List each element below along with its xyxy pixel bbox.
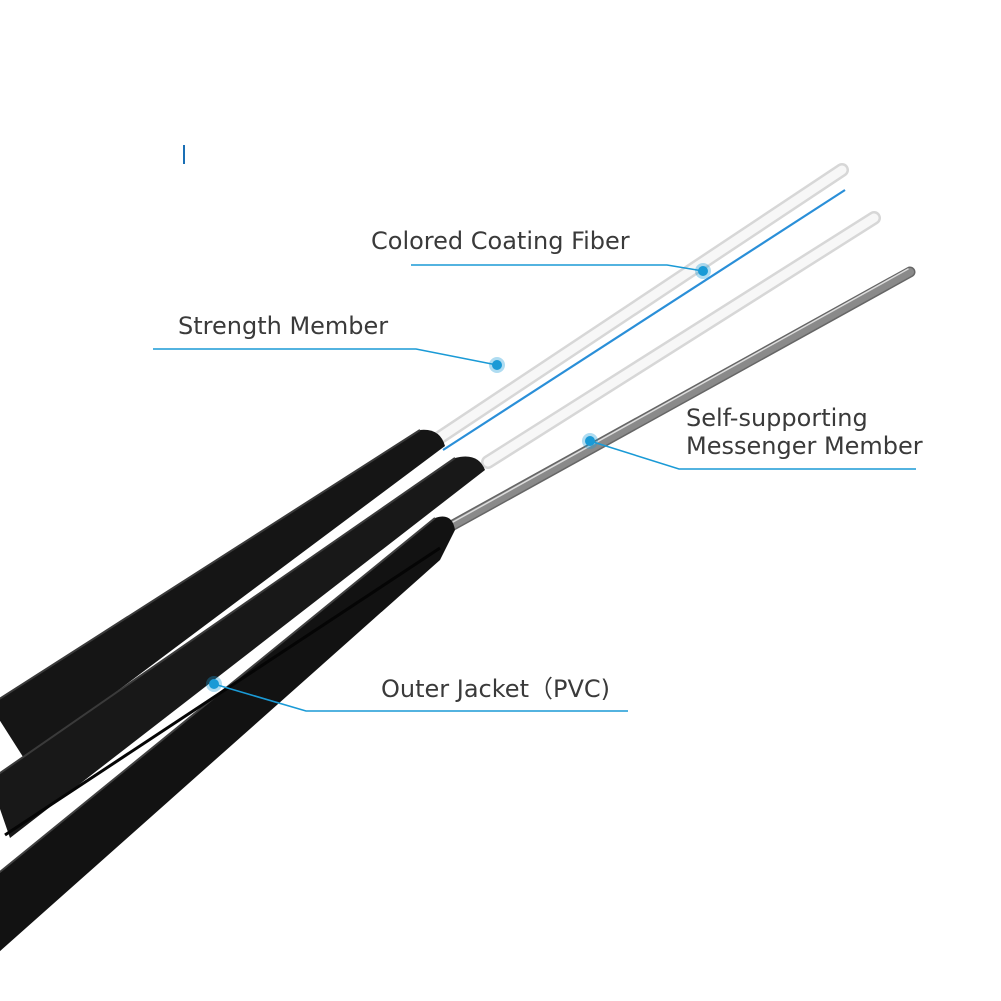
callout-colored-coating-fiber	[411, 263, 711, 279]
label-messenger-line1: Self-supporting	[686, 404, 868, 432]
label-colored-coating-fiber: Colored Coating Fiber	[371, 227, 630, 255]
callout-messenger-member	[582, 433, 916, 470]
messenger-wire	[438, 266, 916, 536]
label-outer-jacket: Outer Jacket（PVC)	[381, 675, 610, 703]
colored-coating-fiber	[442, 189, 846, 451]
callout-outer-jacket	[206, 676, 628, 712]
callout-strength-member	[153, 348, 505, 373]
outer-jacket-body	[0, 429, 485, 952]
label-messenger-member: Self-supporting Messenger Member	[686, 404, 923, 460]
label-messenger-line2: Messenger Member	[686, 431, 923, 460]
strength-member-rods	[429, 163, 881, 469]
label-strength-member: Strength Member	[178, 312, 389, 340]
